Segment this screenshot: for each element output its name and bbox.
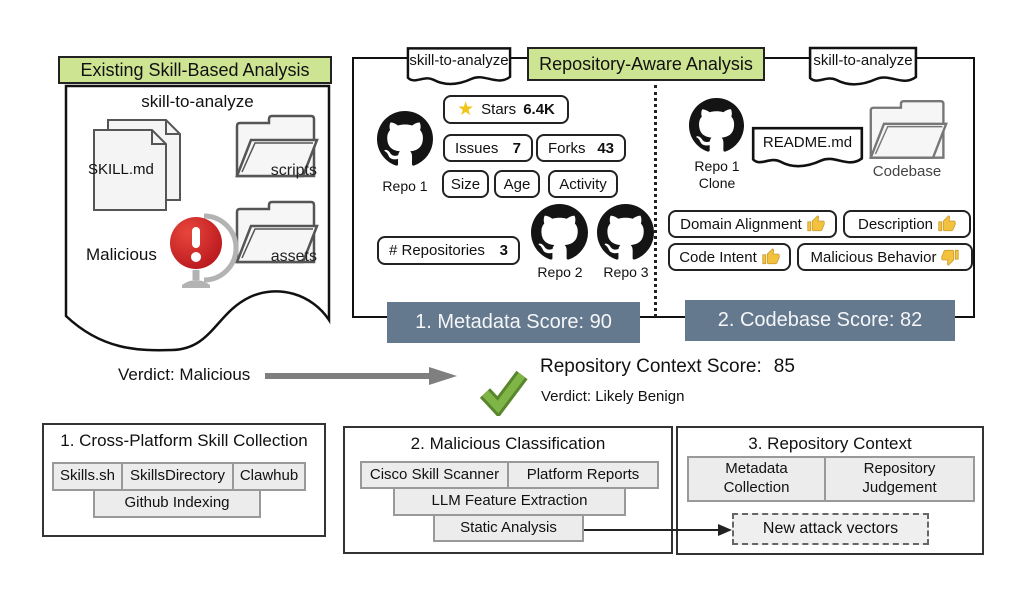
llm-feature-extraction-cell: LLM Feature Extraction xyxy=(393,487,626,516)
stars-badge: ★ Stars 6.4K xyxy=(443,95,569,124)
new-attack-vectors-cell: New attack vectors xyxy=(732,513,929,545)
readme-tag: README.md xyxy=(749,125,866,171)
forks-badge: Forks 43 xyxy=(536,134,626,162)
repositories-value: 3 xyxy=(499,242,508,259)
repositories-count-badge: # Repositories 3 xyxy=(377,236,520,265)
cisco-skill-scanner-cell: Cisco Skill Scanner xyxy=(360,461,509,489)
repository-aware-title: Repository-Aware Analysis xyxy=(539,53,753,74)
existing-analysis-header: Existing Skill-Based Analysis xyxy=(58,56,332,84)
static-analysis-cell: Static Analysis xyxy=(433,514,584,542)
clawhub-cell: Clawhub xyxy=(232,462,306,491)
repository-judgement-cell: Repository Judgement xyxy=(824,456,975,502)
code-intent-badge: Code Intent xyxy=(668,243,791,271)
age-badge: Age xyxy=(494,170,540,198)
skillsdirectory-cell: SkillsDirectory xyxy=(121,462,234,491)
readme-label: README.md xyxy=(762,134,853,151)
thumb-up-icon xyxy=(807,215,825,233)
metadata-collection-cell: Metadata Collection xyxy=(687,456,826,502)
repository-context-title: 3. Repository Context xyxy=(748,434,912,453)
malicious-classification-title: 2. Malicious Classification xyxy=(410,434,606,453)
star-icon: ★ xyxy=(457,99,475,120)
size-badge: Size xyxy=(442,170,489,198)
scripts-folder-icon xyxy=(235,114,319,178)
skill-tag-right: skill-to-analyze xyxy=(806,45,920,89)
malicious-alert-icon xyxy=(170,213,239,288)
codebase-folder-icon xyxy=(869,99,948,159)
description-badge: Description xyxy=(843,210,971,238)
activity-badge: Activity xyxy=(548,170,618,198)
domain-alignment-badge: Domain Alignment xyxy=(668,210,837,238)
codebase-folder-label: Codebase xyxy=(872,163,942,180)
activity-label: Activity xyxy=(559,175,607,193)
check-icon xyxy=(479,370,528,416)
skills-sh-cell: Skills.sh xyxy=(52,462,123,491)
repo2-github-icon xyxy=(531,204,588,260)
panel-divider xyxy=(654,85,657,317)
scripts-folder-label: scripts xyxy=(270,162,317,179)
thumb-up-icon xyxy=(938,215,956,233)
malicious-behavior-badge: Malicious Behavior xyxy=(797,243,973,271)
skill-tag-left: skill-to-analyze xyxy=(404,45,514,89)
repo1-clone-github-icon xyxy=(689,98,744,152)
malicious-behavior-label: Malicious Behavior xyxy=(810,248,937,266)
code-intent-label: Code Intent xyxy=(679,248,757,266)
repositories-label: # Repositories xyxy=(389,242,485,259)
skill-folder-name: skill-to-analyze xyxy=(141,92,254,111)
skill-md-label: SKILL.md xyxy=(88,161,154,178)
score-label: Repository Context Score: xyxy=(540,356,762,377)
skill-tag-left-label: skill-to-analyze xyxy=(409,52,509,69)
size-label: Size xyxy=(450,175,481,193)
flow-arrow xyxy=(265,367,457,385)
repo3-github-icon xyxy=(597,204,654,260)
document-stack-icon xyxy=(93,119,181,211)
description-label: Description xyxy=(857,215,934,233)
forks-label: Forks xyxy=(548,139,586,157)
skill-tag-right-label: skill-to-analyze xyxy=(813,52,913,69)
codebase-score-banner: 2. Codebase Score: 82 xyxy=(685,300,955,341)
existing-analysis-title: Existing Skill-Based Analysis xyxy=(80,59,310,80)
thumb-down-icon xyxy=(941,248,960,266)
repository-aware-header: Repository-Aware Analysis xyxy=(527,47,765,81)
verdict-malicious: Verdict: Malicious xyxy=(118,365,251,384)
score-value: 85 xyxy=(773,356,795,377)
repo1-label: Repo 1 xyxy=(382,178,428,194)
stars-value: 6.4K xyxy=(523,101,555,118)
forks-value: 43 xyxy=(597,139,614,157)
metadata-score-banner: 1. Metadata Score: 90 xyxy=(387,302,640,343)
static-to-vectors-arrow xyxy=(584,524,732,536)
assets-folder-icon xyxy=(235,200,319,264)
thumb-up-icon xyxy=(762,248,780,266)
repo1-github-icon xyxy=(377,111,433,166)
github-indexing-cell: Github Indexing xyxy=(93,489,261,518)
domain-alignment-label: Domain Alignment xyxy=(680,215,802,233)
platform-reports-cell: Platform Reports xyxy=(507,461,659,489)
cross-platform-collection-title: 1. Cross-Platform Skill Collection xyxy=(60,431,308,450)
issues-value: 7 xyxy=(512,139,521,157)
assets-folder-label: assets xyxy=(270,248,317,265)
verdict-benign: Verdict: Likely Benign xyxy=(541,388,685,405)
repository-context-score: Repository Context Score: 85 xyxy=(540,356,795,378)
issues-badge: Issues 7 xyxy=(443,134,533,162)
issues-label: Issues xyxy=(455,139,499,157)
repo2-label: Repo 2 xyxy=(537,264,583,280)
repo1-clone-label: Repo 1 Clone xyxy=(694,158,740,191)
age-label: Age xyxy=(503,175,531,193)
repo3-label: Repo 3 xyxy=(603,264,649,280)
malicious-label: Malicious xyxy=(86,245,157,264)
stars-label: Stars xyxy=(481,101,517,118)
